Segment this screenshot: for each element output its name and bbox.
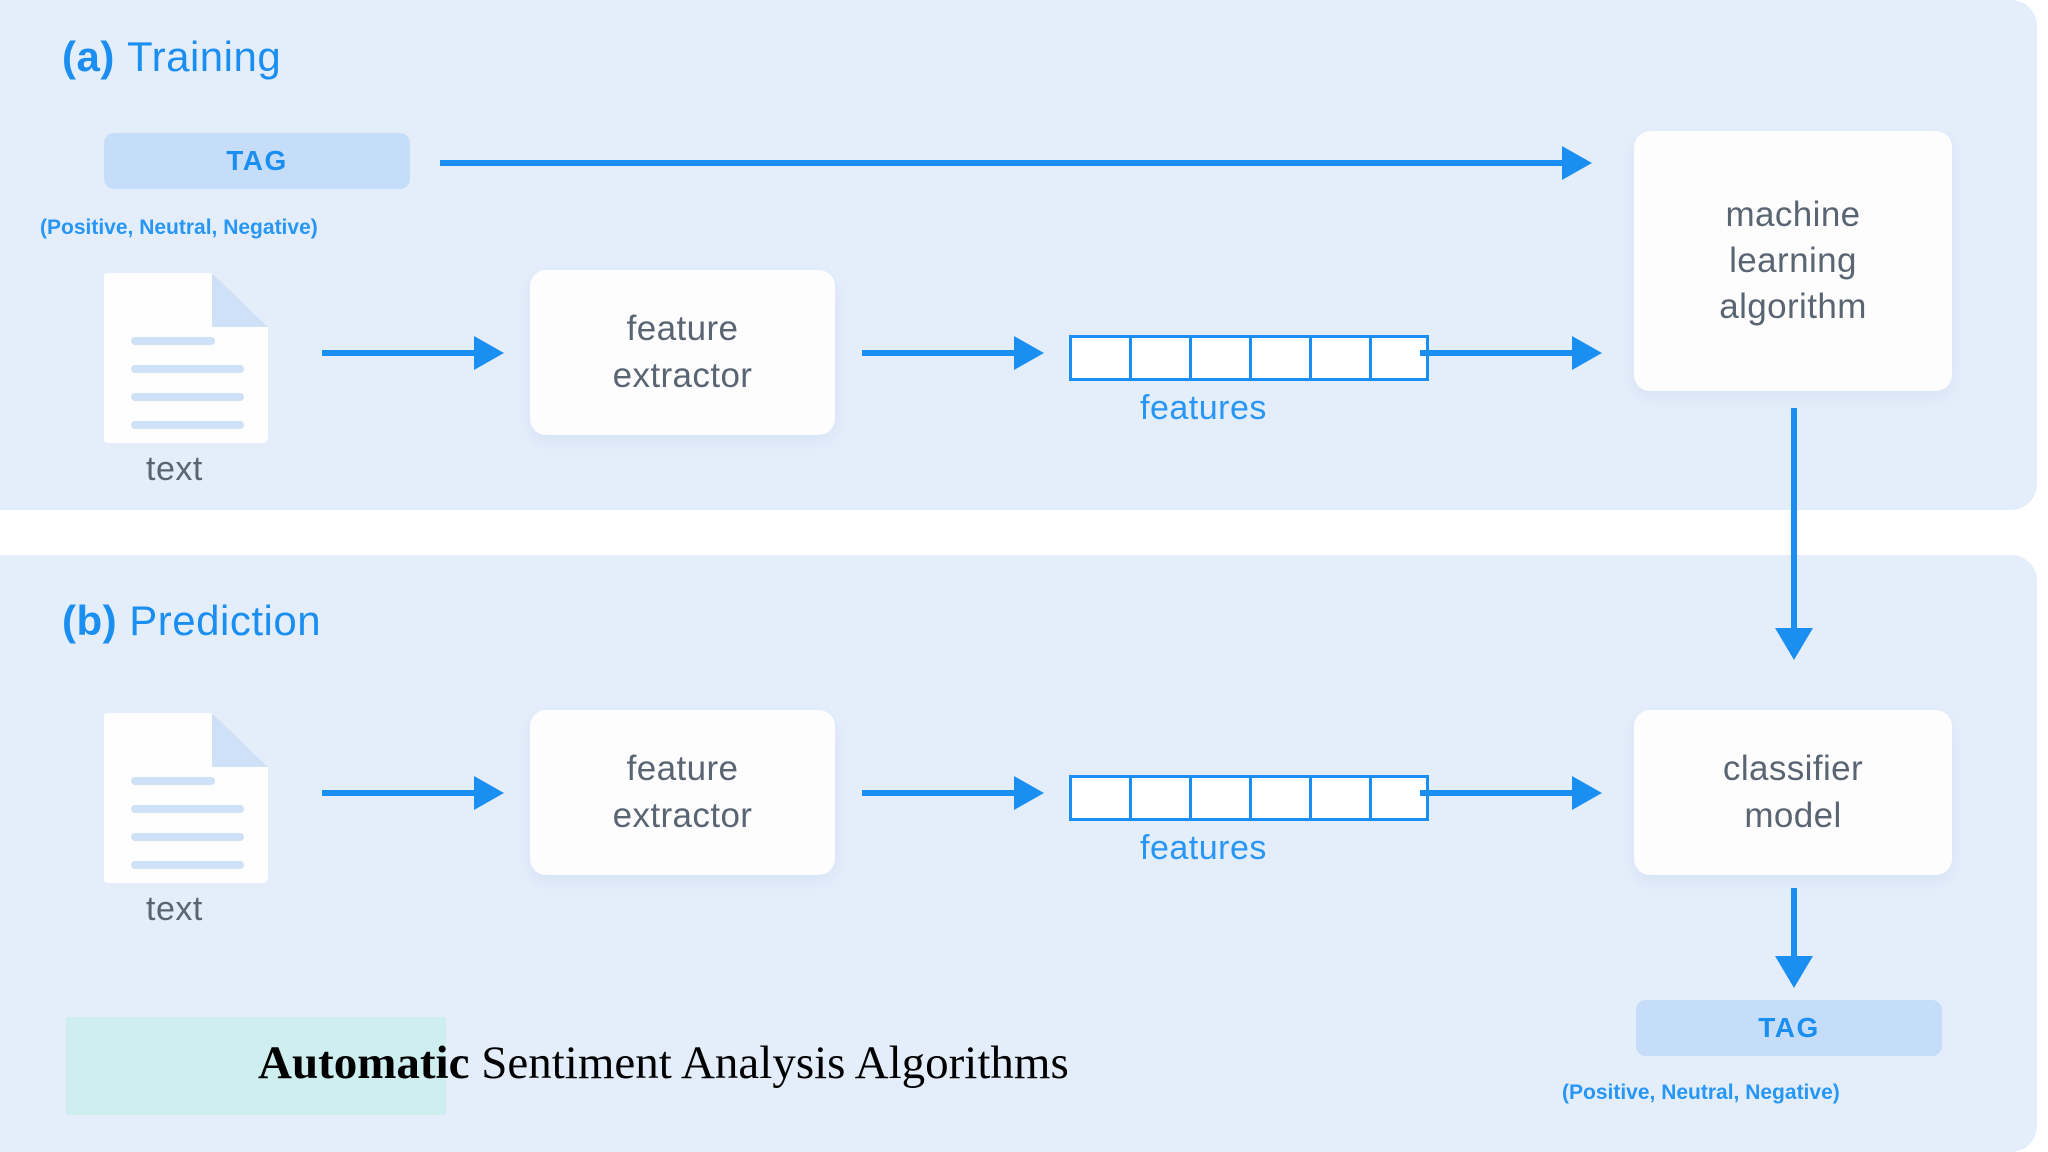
prediction-tag-caption: (Positive, Neutral, Negative)	[1562, 1081, 1840, 1104]
arrow-head	[1562, 146, 1592, 180]
classifier-model-card[interactable]: classifier model	[1634, 710, 1952, 875]
feature-cell	[1129, 775, 1189, 821]
training-feature-extractor-line1: feature	[626, 309, 739, 349]
arrow-feature-extractor-to-features-training	[862, 336, 1044, 370]
training-text-label: text	[146, 450, 203, 488]
arrow-shaft	[440, 160, 1562, 166]
arrow-shaft	[1420, 790, 1572, 796]
training-feature-extractor-card[interactable]: feature extractor	[530, 270, 835, 435]
ml-algorithm-line2: learning	[1729, 240, 1857, 280]
training-section-heading: (a) Training	[62, 33, 281, 81]
training-features-grid	[1069, 335, 1429, 381]
arrow-shaft	[322, 350, 474, 356]
feature-cell	[1249, 335, 1309, 381]
arrow-features-to-classifier-model	[1420, 776, 1602, 810]
ml-algorithm-line3: algorithm	[1719, 287, 1867, 327]
feature-cell	[1069, 335, 1129, 381]
arrow-text-to-feature-extractor-prediction	[322, 776, 504, 810]
arrow-shaft	[862, 790, 1014, 796]
prediction-tag-chip-label: TAG	[1758, 1012, 1820, 1043]
training-section-letter: (a)	[62, 33, 127, 80]
prediction-text-label: text	[146, 890, 203, 928]
arrow-head	[1775, 628, 1813, 660]
feature-cell	[1309, 775, 1369, 821]
arrow-feature-extractor-to-features-prediction	[862, 776, 1044, 810]
arrow-shaft	[1791, 408, 1797, 628]
arrow-classifier-model-to-tag	[1775, 888, 1813, 988]
caption-rest: Sentiment Analysis Algorithms	[469, 1037, 1069, 1089]
arrow-shaft	[322, 790, 474, 796]
arrow-shaft	[1791, 888, 1797, 956]
prediction-tag-chip[interactable]: TAG	[1636, 1000, 1942, 1056]
machine-learning-algorithm-card[interactable]: machine learning algorithm	[1634, 131, 1952, 391]
prediction-section-letter: (b)	[62, 597, 130, 644]
feature-cell	[1249, 775, 1309, 821]
prediction-section-heading: (b) Prediction	[62, 597, 321, 645]
prediction-section-word: Prediction	[129, 597, 322, 644]
feature-cell	[1189, 335, 1249, 381]
arrow-head	[1014, 776, 1044, 810]
training-tag-chip[interactable]: TAG	[104, 133, 410, 189]
feature-cell	[1369, 775, 1429, 821]
feature-cell	[1369, 335, 1429, 381]
arrow-head	[1014, 336, 1044, 370]
prediction-features-label: features	[1140, 829, 1267, 867]
arrow-shaft	[1420, 350, 1572, 356]
document-icon	[104, 273, 268, 443]
training-feature-extractor-line2: extractor	[612, 355, 753, 395]
prediction-feature-extractor-card[interactable]: feature extractor	[530, 710, 835, 875]
caption-highlight-block	[66, 1017, 446, 1115]
classifier-model-line1: classifier	[1722, 749, 1864, 789]
feature-cell	[1309, 335, 1369, 381]
caption-text: Automatic Sentiment Analysis Algorithms	[258, 1036, 1069, 1090]
classifier-model-line2: model	[1744, 795, 1842, 835]
arrow-tag-to-ml-algorithm	[440, 146, 1592, 180]
feature-cell	[1129, 335, 1189, 381]
feature-cell	[1189, 775, 1249, 821]
caption-bold-word: Automatic	[258, 1037, 470, 1089]
arrow-shaft	[862, 350, 1014, 356]
prediction-features-grid	[1069, 775, 1429, 821]
arrow-features-to-ml-algorithm	[1420, 336, 1602, 370]
arrow-ml-algorithm-to-classifier-model	[1775, 408, 1813, 660]
prediction-feature-extractor-line2: extractor	[612, 795, 753, 835]
training-tag-caption: (Positive, Neutral, Negative)	[40, 216, 318, 239]
training-tag-chip-label: TAG	[226, 145, 288, 176]
arrow-head	[1775, 956, 1813, 988]
document-icon	[104, 713, 268, 883]
arrow-head	[474, 776, 504, 810]
training-section-word: Training	[127, 33, 282, 80]
arrow-text-to-feature-extractor-training	[322, 336, 504, 370]
feature-cell	[1069, 775, 1129, 821]
arrow-head	[474, 336, 504, 370]
training-features-label: features	[1140, 389, 1267, 427]
arrow-head	[1572, 336, 1602, 370]
prediction-feature-extractor-line1: feature	[626, 749, 739, 789]
arrow-head	[1572, 776, 1602, 810]
ml-algorithm-line1: machine	[1725, 194, 1861, 234]
